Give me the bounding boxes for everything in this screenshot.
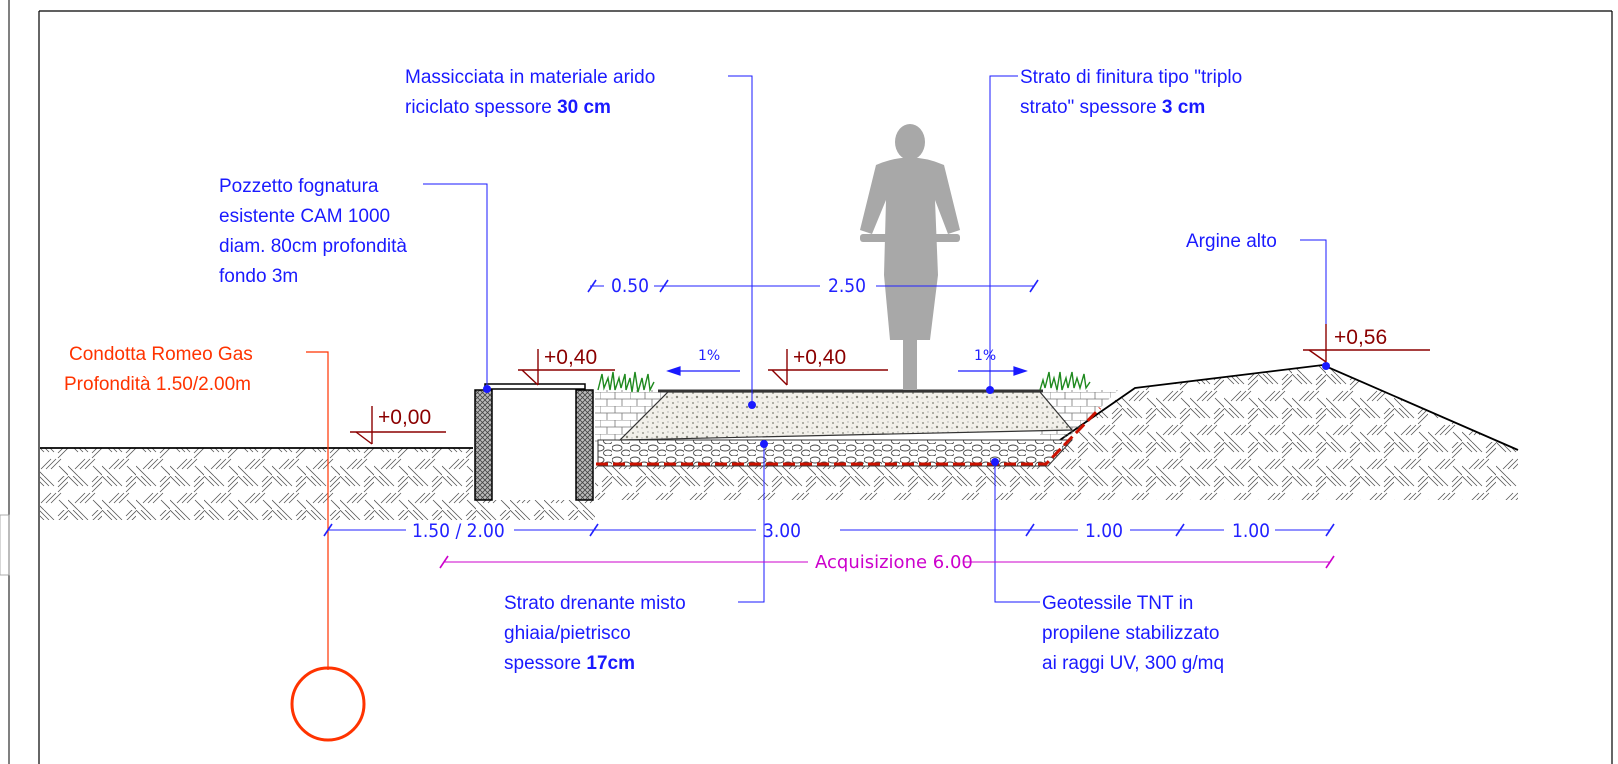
dim-top-left: 0.50: [611, 275, 649, 297]
slope-left: 1%: [698, 348, 720, 364]
dim-berm: 1.00: [1085, 520, 1123, 542]
grass-tuft-icon: [1039, 371, 1091, 391]
drenante-label-line1: Strato drenante misto: [504, 593, 686, 614]
level-embankment: +0,56: [1334, 326, 1387, 349]
finitura-label-line1: Strato di finitura tipo "triplo: [1020, 67, 1242, 88]
pozzetto-label-line4: fondo 3m: [219, 266, 298, 287]
dim-embankment: 1.00: [1232, 520, 1270, 542]
leader-lines: [423, 75, 1327, 603]
gas-pipe: [290, 351, 366, 742]
level-ground: +0,00: [378, 406, 431, 429]
geotessile-label-line2: propilene stabilizzato: [1042, 623, 1219, 644]
terrain-hatch: [40, 365, 1518, 520]
embankment-profile: [1059, 364, 1519, 451]
drainage-layer: [597, 439, 1074, 467]
pozzetto-label-line2: esistente CAM 1000: [219, 206, 390, 227]
dim-gas-offset: 1.50 / 2.00: [412, 520, 505, 542]
dim-acquisition: Acquisizione 6.00: [815, 552, 973, 573]
manhole: [474, 383, 594, 501]
massicciata-label-line1: Massicciata in materiale arido: [405, 67, 655, 88]
geotessile-label-line1: Geotessile TNT in: [1042, 593, 1193, 614]
drenante-label-line2: ghiaia/pietrisco: [504, 623, 631, 644]
slope-arrows: [666, 366, 1028, 376]
level-manhole: +0,40: [544, 346, 597, 369]
cyclist-silhouette-icon: [860, 124, 960, 390]
side-fill-left: [595, 390, 668, 445]
drenante-label-line3: spessore 17cm: [504, 653, 635, 674]
dimension-lines: [323, 279, 1335, 537]
dim-path-width: 3.00: [763, 520, 801, 542]
argine-label: Argine alto: [1186, 231, 1277, 252]
geotextile-line: [596, 406, 1102, 466]
leader-dots: [483, 362, 1330, 466]
slope-right: 1%: [974, 348, 996, 364]
condotta-label-line1: Condotta Romeo Gas: [69, 344, 253, 365]
condotta-label-line2: Profondità 1.50/2.00m: [64, 374, 251, 395]
level-path: +0,40: [793, 346, 846, 369]
acquisition-line: [439, 555, 1335, 569]
base-course: [618, 391, 1074, 441]
level-markers: [350, 324, 1430, 445]
finitura-label-line2: strato" spessore 3 cm: [1020, 97, 1205, 118]
dim-top-main: 2.50: [828, 275, 866, 297]
massicciata-label-line2: riciclato spessore 30 cm: [405, 97, 611, 118]
geotessile-label-line3: ai raggi UV, 300 g/mq: [1042, 653, 1224, 674]
pozzetto-label-line1: Pozzetto fognatura: [219, 176, 379, 197]
grass-tuft-icon: [597, 371, 655, 393]
pozzetto-label-line3: diam. 80cm profondità: [219, 236, 407, 257]
